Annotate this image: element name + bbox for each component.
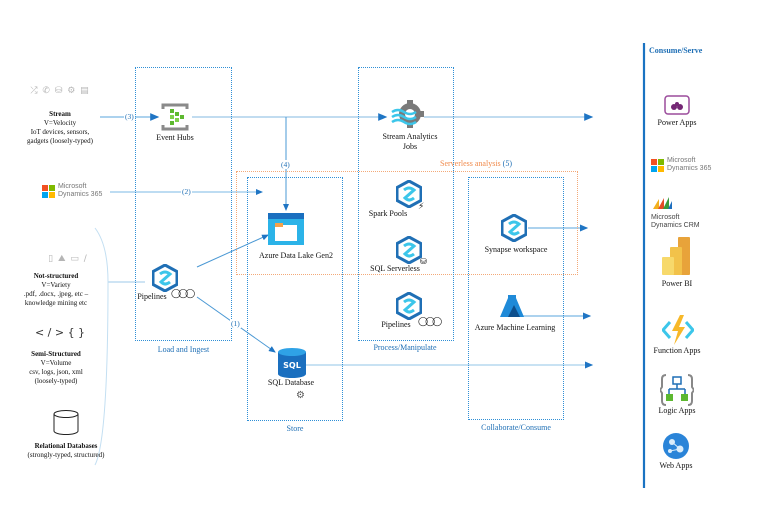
azure-ml-label: Azure Machine Learning [474,323,556,332]
sql-serverless-icon[interactable] [396,236,422,264]
logic-apps-icon[interactable] [660,374,694,406]
dynamics365-source-logo: Microsoft Dynamics 365 [42,183,102,199]
dynamics-crm-icon [653,197,672,209]
pipelines-process-icon[interactable] [396,292,422,320]
flow-number-3: (3) [124,112,135,121]
sql-serverless-label: SQL Serverless [370,264,420,273]
synapse-workspace-label: Synapse workspace [484,245,548,254]
spark-pools-label: Spark Pools [368,209,408,218]
store-box [247,177,343,421]
stream-analytics-line1: Stream Analytics [382,132,438,141]
semi-structured-line-3: (loosely-typed) [34,377,78,385]
stream-icons: ⤮ ✆ ⛁ ⚙ ▤ [30,86,90,96]
semi-structured-line-1: V=Volume [40,359,72,367]
consume-serve-title: Consume/Serve [649,46,703,55]
gears-icon: ⚙ [296,390,305,401]
semi-structured-title: Semi-Structured [31,350,81,358]
flow-number-2: (2) [181,187,192,196]
sql-serverless-badge-icon: ⛁ [420,257,427,266]
dynamics365-source-line2: Dynamics 365 [58,191,103,198]
pipelines-ingest-icon[interactable] [152,264,178,292]
database-cylinder-icon [53,410,79,435]
serverless-analysis-box [236,171,578,275]
microsoft-logo-icon-2 [651,158,664,172]
pipeline-runs-icon-2: ◯◯◯ [418,317,442,327]
serverless-analysis-label: Serverless analysis (5) [440,159,512,168]
not-structured-title: Not-structured [33,272,79,280]
collaborate-box [468,177,564,420]
spark-badge-icon: ⚡ [418,202,425,212]
data-lake-label: Azure Data Lake Gen2 [259,251,333,260]
function-apps-label: Function Apps [653,346,701,355]
stream-line-2: IoT devices, sensors, [30,128,90,136]
dynamics365-consumer[interactable]: Microsoft Dynamics 365 [651,157,711,173]
dynamics-crm-line2: Dynamics CRM [651,222,700,229]
collaborate-label: Collaborate/Consume [481,423,551,432]
spark-pools-icon[interactable] [396,180,422,208]
stream-source: Stream V=Velocity IoT devices, sensors, … [14,110,106,146]
load-ingest-label: Load and Ingest [157,345,210,354]
process-label: Process/Manipulate [373,343,437,352]
azure-ml-icon[interactable] [500,295,524,319]
power-apps-label: Power Apps [657,118,697,127]
stream-analytics-icon[interactable] [390,100,424,132]
sources-bracket [94,227,109,466]
power-apps-icon[interactable] [664,95,690,115]
semi-structured-line-2: csv, logs, json, xml [29,368,83,376]
not-structured-line-1: V=Variety [41,281,71,289]
store-label: Store [286,424,304,433]
relational-line-1: (strongly-typed, structured) [27,451,105,459]
dynamics365-consumer-line1: Microsoft [667,157,696,164]
stream-title: Stream [49,110,71,118]
pipelines-process-label: Pipelines [381,320,411,329]
power-bi-label: Power BI [661,279,693,288]
event-hubs-icon[interactable] [161,103,189,131]
web-apps-icon[interactable] [662,432,690,460]
not-structured-source: Not-structured V=Variety .pdf, .docx, .j… [10,272,102,308]
not-structured-line-2: .pdf, .docx, .jpeg, etc – [23,290,89,298]
power-bi-icon[interactable] [662,237,692,275]
not-structured-line-3: knowledge mining etc [24,299,88,307]
pipelines-ingest-label: Pipelines [137,292,167,301]
web-apps-label: Web Apps [659,461,693,470]
sql-database-label: SQL Database [267,378,315,387]
sql-database-icon[interactable]: SQL [278,348,306,378]
dynamics365-consumer-line2: Dynamics 365 [667,165,712,172]
process-box [358,67,454,341]
semi-structured-code-icon: < / > { } [34,326,86,339]
event-hubs-label: Event Hubs [156,133,194,142]
logic-apps-label: Logic Apps [658,406,696,415]
not-structured-icons: ▯ ⛰ ▭ ∕ [48,254,88,264]
dynamics-crm-consumer[interactable]: Microsoft Dynamics CRM [651,196,700,230]
pipelines-to-datalake-line [196,234,269,268]
svg-text:SQL: SQL [283,361,301,370]
semi-structured-source: Semi-Structured V=Volume csv, logs, json… [10,350,102,386]
load-ingest-box [135,67,232,341]
relational-title: Relational Databases [34,442,98,450]
serverless-analysis-text: Serverless analysis [440,159,501,168]
pipeline-runs-icon: ◯◯◯ [171,289,195,299]
relational-source: Relational Databases (strongly-typed, st… [10,442,122,460]
dynamics365-source-line1: Microsoft [58,183,87,190]
serverless-analysis-number: (5) [502,159,512,168]
stream-analytics-line2: Jobs [402,142,418,151]
microsoft-logo-icon [42,184,55,198]
stream-line-1: V=Velocity [43,119,77,127]
dynamics-crm-line1: Microsoft [651,214,680,221]
stream-analytics-label: Stream Analytics Jobs [370,132,450,152]
stream-line-3: gadgets (loosely-typed) [27,137,93,145]
data-lake-icon[interactable] [268,213,304,245]
synapse-workspace-icon[interactable] [501,214,527,242]
function-apps-icon[interactable] [662,315,694,345]
flow-number-1: (1) [230,319,241,328]
flow-number-4: (4) [280,160,291,169]
